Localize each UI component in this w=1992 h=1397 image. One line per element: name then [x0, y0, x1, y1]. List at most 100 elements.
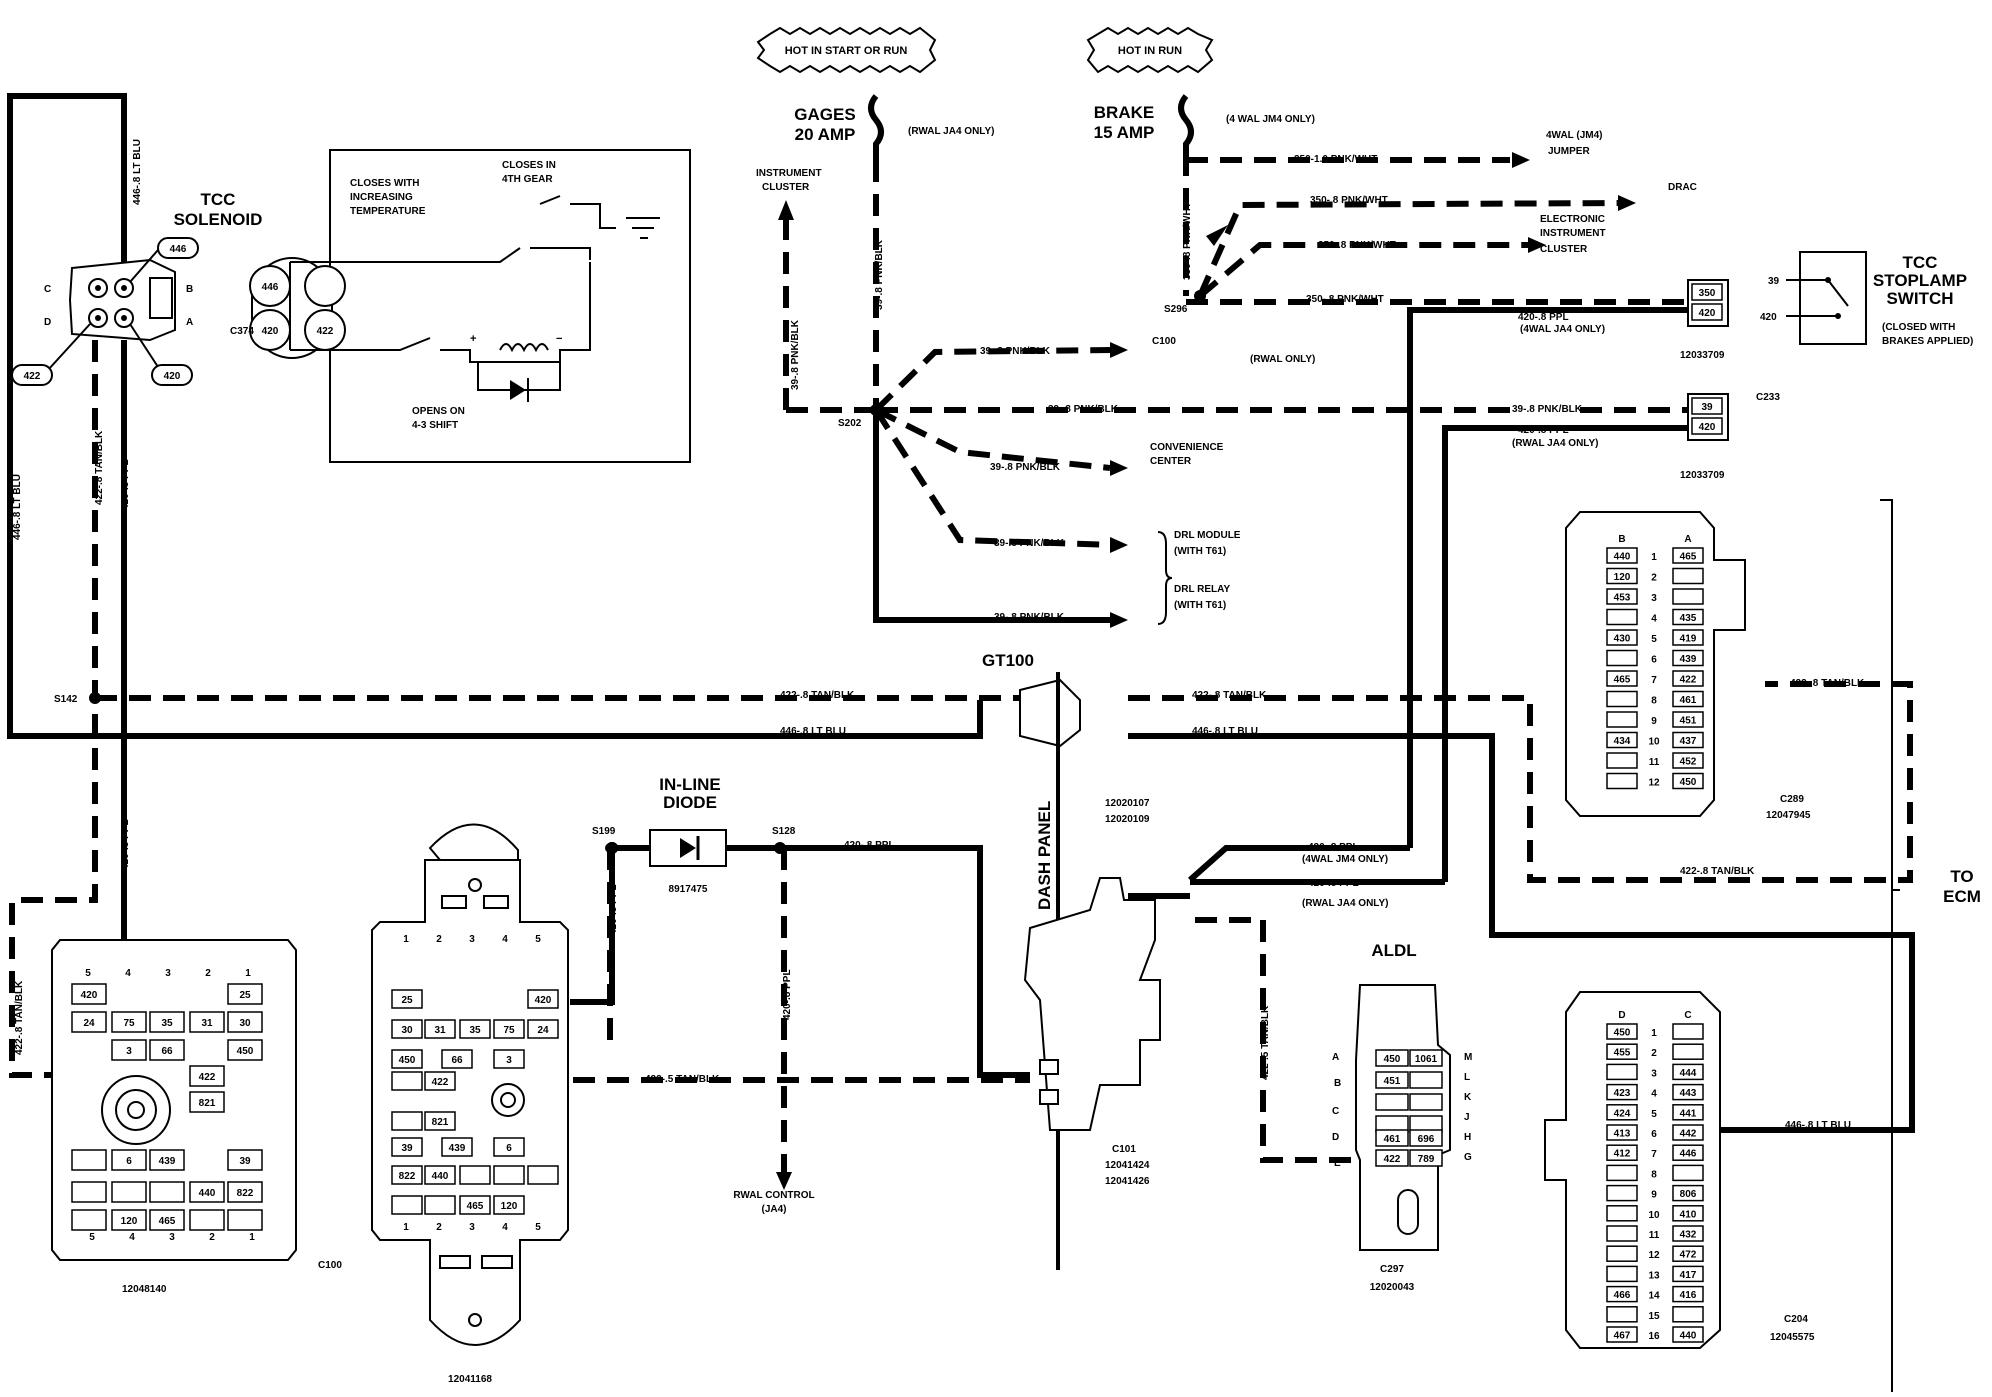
svg-text:DIODE: DIODE [663, 793, 717, 812]
svg-text:39-.8 PNK/BLK: 39-.8 PNK/BLK [1512, 404, 1583, 415]
c100m-pin-3-cell [424, 1019, 456, 1039]
svg-text:C289: C289 [1780, 794, 1804, 805]
svg-text:INSTRUMENT: INSTRUMENT [756, 168, 822, 179]
svg-text:D: D [1618, 1010, 1625, 1021]
c204-d5-cell [1606, 1104, 1638, 1121]
c100m-pin-23-cell [459, 1165, 491, 1185]
svg-text:350-1.0 PNK/WHT: 350-1.0 PNK/WHT [1294, 154, 1377, 165]
svg-text:BRAKES APPLIED): BRAKES APPLIED) [1882, 336, 1973, 347]
c100l-pin-14-label: 39 [239, 1156, 251, 1167]
svg-text:446: 446 [262, 282, 279, 293]
svg-text:L: L [1464, 1072, 1470, 1083]
c100l-pin-13-label: 439 [159, 1156, 176, 1167]
c100l-pin-11-label: 821 [199, 1098, 216, 1109]
c204-d6-label: 413 [1614, 1129, 1631, 1140]
svg-text:OPENS ON: OPENS ON [412, 406, 465, 417]
c100m-pin-1-label: 420 [535, 995, 552, 1006]
aldl-pin-5-cell [1409, 1093, 1443, 1111]
c289-a5-label: 419 [1680, 634, 1697, 645]
svg-text:39: 39 [1701, 402, 1713, 413]
svg-text:DRAC: DRAC [1668, 182, 1697, 193]
c289-row-number: 11 [1649, 757, 1660, 768]
c100l-pin-16-label: 822 [237, 1188, 254, 1199]
c204-c14-cell [1672, 1285, 1704, 1303]
c289-b4-cell [1606, 608, 1638, 626]
svg-text:420: 420 [164, 371, 181, 382]
svg-text:422-.8 TAN/BLK: 422-.8 TAN/BLK [94, 430, 105, 505]
c204-c6-label: 442 [1680, 1129, 1697, 1140]
c289-a5-cell [1672, 629, 1704, 646]
c204-row-number: 5 [1651, 1109, 1657, 1120]
c204-row-number: 7 [1651, 1149, 1657, 1160]
svg-text:INSTRUMENT: INSTRUMENT [1540, 228, 1606, 239]
c100m-pin-3-label: 31 [434, 1025, 446, 1036]
c289-a10-cell [1672, 731, 1704, 749]
c289-a4-label: 435 [1680, 613, 1697, 624]
fuse-brake: BRAKE 15 AMP (4 WAL JM4 ONLY) [1094, 94, 1315, 154]
c100m-pin-21-cell [391, 1195, 423, 1215]
svg-text:12020107: 12020107 [1105, 798, 1150, 809]
aldl-pin-8-cell [1375, 1129, 1409, 1147]
svg-text:C297: C297 [1380, 1264, 1404, 1275]
svg-text:(4WAL JM4 ONLY): (4WAL JM4 ONLY) [1302, 854, 1388, 865]
svg-text:ELECTRONIC: ELECTRONIC [1540, 214, 1605, 225]
c289-a3-cell [1672, 588, 1704, 605]
svg-text:(4 WAL JM4 ONLY): (4 WAL JM4 ONLY) [1226, 114, 1315, 125]
aldl-pin-11-cell [1409, 1149, 1443, 1167]
c100l-col-top: 1 [245, 968, 251, 979]
c289-b10-label: 434 [1614, 736, 1631, 747]
c289-a9-cell [1672, 711, 1704, 728]
c100m-pin-2-label: 30 [401, 1025, 413, 1036]
c289-b5-cell [1606, 629, 1638, 646]
c204-c8-cell [1672, 1164, 1704, 1182]
c204-row-number: 12 [1648, 1250, 1660, 1261]
c100l-pin-13-cell [149, 1149, 185, 1171]
connector-c101: C101 12041424 12041426 [1023, 877, 1161, 1187]
svg-text:446-.8 LT BLU: 446-.8 LT BLU [1785, 1120, 1851, 1131]
svg-text:SOLENOID: SOLENOID [174, 210, 263, 229]
c100m-pin-17-cell [459, 1195, 491, 1215]
c100l-pin-10-cell [189, 1065, 225, 1087]
c100l-pin-1-cell [227, 983, 263, 1005]
c100m-pin-10-cell [424, 1071, 456, 1091]
svg-text:C: C [44, 284, 51, 295]
c100m-pin-2-cell [391, 1019, 423, 1039]
c204-c1-cell [1672, 1023, 1704, 1040]
c100l-col-bottom: 2 [209, 1232, 215, 1243]
c100l-col-bottom: 3 [169, 1232, 175, 1243]
svg-text:(CLOSED WITH: (CLOSED WITH [1882, 322, 1955, 333]
c204-c7-cell [1672, 1144, 1704, 1161]
c100m-pin-0-label: 25 [401, 995, 413, 1006]
c204-d14-cell [1606, 1285, 1638, 1303]
aldl-pin-1-cell [1409, 1049, 1443, 1067]
c289-a12-cell [1672, 772, 1704, 790]
svg-text:422: 422 [24, 371, 41, 382]
svg-text:C233: C233 [1756, 392, 1780, 403]
svg-text:12041424: 12041424 [1105, 1160, 1150, 1171]
c204-c9-cell [1672, 1184, 1704, 1202]
c100m-col-top: 3 [469, 934, 475, 945]
splice-s128: S128 [772, 826, 796, 837]
c204-c13-cell [1672, 1265, 1704, 1283]
svg-text:IN-LINE: IN-LINE [659, 775, 720, 794]
c100l-pin-19-cell [71, 1149, 107, 1171]
c100m-pin-9-label: 3 [506, 1055, 512, 1066]
c100l-pin-4-label: 35 [161, 1018, 173, 1029]
c204-c9-label: 806 [1680, 1189, 1697, 1200]
svg-text:(RWAL JA4 ONLY): (RWAL JA4 ONLY) [908, 126, 995, 137]
aldl-pin-2-cell [1375, 1071, 1409, 1089]
c100m-col-top: 2 [436, 934, 442, 945]
c204-d4-cell [1606, 1083, 1638, 1101]
c289-a1-cell [1672, 547, 1704, 564]
aldl-pin-9-label: 696 [1418, 1134, 1435, 1145]
c204-d2-cell [1606, 1043, 1638, 1060]
svg-text:BRAKE: BRAKE [1094, 103, 1154, 122]
c204-d1-label: 450 [1614, 1028, 1631, 1039]
c100m-pin-14-label: 6 [506, 1143, 512, 1154]
svg-text:CENTER: CENTER [1150, 456, 1192, 467]
svg-text:CLUSTER: CLUSTER [762, 182, 810, 193]
svg-text:CLUSTER: CLUSTER [1540, 244, 1588, 255]
c204-d3-cell [1606, 1063, 1638, 1081]
svg-text:446: 446 [170, 244, 187, 255]
c100l-pin-11-cell [189, 1091, 225, 1113]
